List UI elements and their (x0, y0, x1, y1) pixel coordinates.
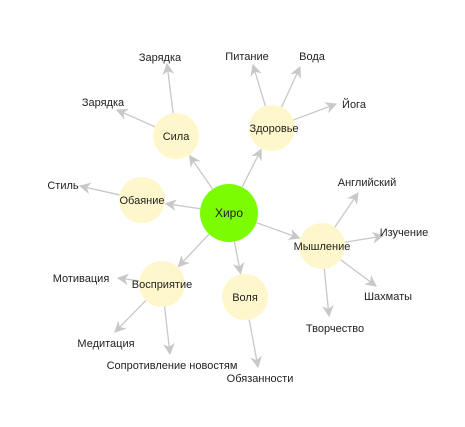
leaf-label-izuchenie[interactable]: Изучение (380, 227, 429, 239)
node-label-myshlenie: Мышление (294, 241, 351, 253)
edge-root-zdorove (241, 148, 262, 188)
node-myshlenie[interactable] (299, 223, 345, 269)
edge-obayanie-stil (78, 182, 120, 196)
leaf-label-motivatsiya[interactable]: Мотивация (53, 273, 110, 285)
edge-myshlenie-angliyskiy (334, 192, 359, 228)
node-sila[interactable] (153, 113, 199, 159)
edge-sila-zaryadka-2 (115, 108, 156, 128)
edge-root-volya (232, 241, 245, 275)
edge-myshlenie-tvorchestvo (322, 268, 334, 318)
node-zdorove[interactable] (249, 105, 295, 151)
leaf-label-zaryadka-2[interactable]: Зарядка (82, 97, 125, 109)
node-vospriyatie[interactable] (139, 261, 185, 307)
node-label-obayanie: Обаяние (119, 195, 164, 207)
node-label-vospriyatie: Восприятие (132, 279, 192, 291)
leaf-label-soprotivlenie[interactable]: Сопротивление новостям (107, 360, 238, 372)
edges-layer (78, 62, 385, 369)
root-label: Хиро (215, 206, 243, 220)
node-label-volya: Воля (232, 292, 258, 304)
node-volya[interactable] (222, 274, 268, 320)
leaf-label-shakhmaty[interactable]: Шахматы (364, 291, 412, 303)
leaf-label-pitanie[interactable]: Питание (225, 51, 268, 63)
leaf-label-tvorchestvo[interactable]: Творчество (306, 323, 364, 335)
edge-zdorove-yoga (293, 102, 338, 121)
edge-vospriyatie-soprotivlenie (162, 306, 175, 356)
edge-myshlenie-izuchenie (344, 231, 385, 244)
nodes-layer (119, 105, 345, 320)
edge-myshlenie-shakhmaty (340, 259, 377, 287)
edge-root-myshlenie (256, 222, 301, 240)
leaf-label-stil[interactable]: Стиль (47, 180, 79, 192)
labels-layer: Сила ЗдоровьеОбаяниеМышлениеВосприятиеВол… (47, 51, 428, 385)
edge-zdorove-pitanie (250, 63, 266, 107)
edge-zdorove-voda (281, 65, 301, 108)
leaf-label-meditatsiya[interactable]: Медитация (77, 338, 134, 350)
edge-vospriyatie-meditatsiya (114, 299, 147, 333)
edge-sila-zaryadka-1 (162, 62, 175, 114)
leaf-label-obyazannosti[interactable]: Обязанности (227, 373, 294, 385)
edge-root-obayanie (164, 199, 201, 211)
leaf-label-zaryadka-1[interactable]: Зарядка (139, 52, 182, 64)
node-label-sila: Сила (163, 131, 191, 143)
node-label-zdorove: Здоровье (249, 123, 298, 135)
edge-root-vospriyatie (177, 233, 210, 268)
leaf-label-yoga[interactable]: Йога (342, 98, 367, 111)
edge-vospriyatie-motivatsiya (116, 273, 140, 286)
leaf-label-voda[interactable]: Вода (299, 51, 326, 63)
leaf-label-angliyskiy[interactable]: Английский (338, 177, 397, 189)
edge-volya-obyazannosti (248, 319, 262, 369)
node-obayanie[interactable] (119, 177, 165, 223)
edge-root-sila (188, 154, 214, 190)
root-node[interactable] (200, 184, 258, 242)
